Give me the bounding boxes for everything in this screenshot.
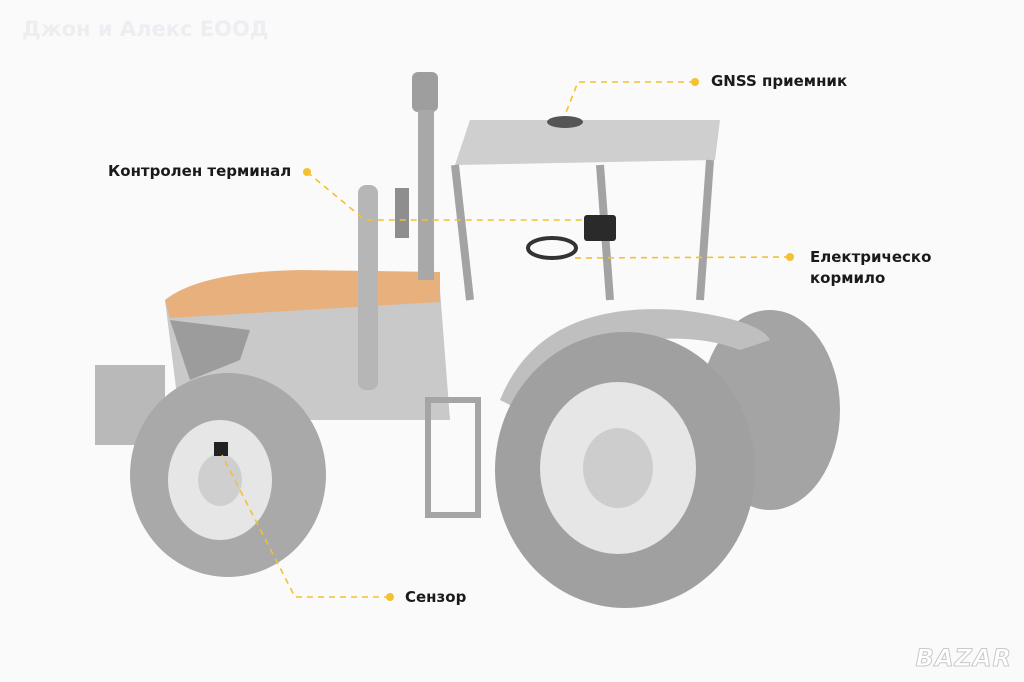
steering-wheel	[526, 236, 578, 260]
cab-roof	[455, 120, 720, 165]
label-control-terminal: Контролен терминал	[108, 162, 292, 180]
label-gnss-receiver: GNSS приемник	[711, 72, 848, 90]
air-intake	[412, 72, 438, 112]
rear-hub	[583, 428, 653, 508]
label-sensor: Сензор	[405, 588, 467, 606]
label-electric-steering-line2: кормило	[810, 269, 886, 287]
label-electric-steering: Електрическо кормило	[810, 247, 931, 289]
sensor	[214, 442, 228, 456]
callout-lines	[221, 81, 791, 598]
gnss-receiver	[547, 116, 583, 128]
callout-dots	[303, 78, 794, 601]
control-terminal	[584, 215, 616, 241]
front-hub	[198, 454, 242, 506]
grille	[170, 320, 250, 380]
cab-frame	[451, 159, 714, 301]
rear-fender	[500, 309, 770, 410]
bazar-logo: BAZAR	[915, 644, 1012, 673]
intake-pipe	[418, 110, 434, 280]
mirror	[395, 188, 409, 238]
watermark-text: Джон и Алекс ЕООД	[22, 17, 269, 41]
label-electric-steering-line1: Електрическо	[810, 248, 932, 266]
steps	[425, 397, 481, 518]
exhaust-pipe	[358, 185, 378, 390]
